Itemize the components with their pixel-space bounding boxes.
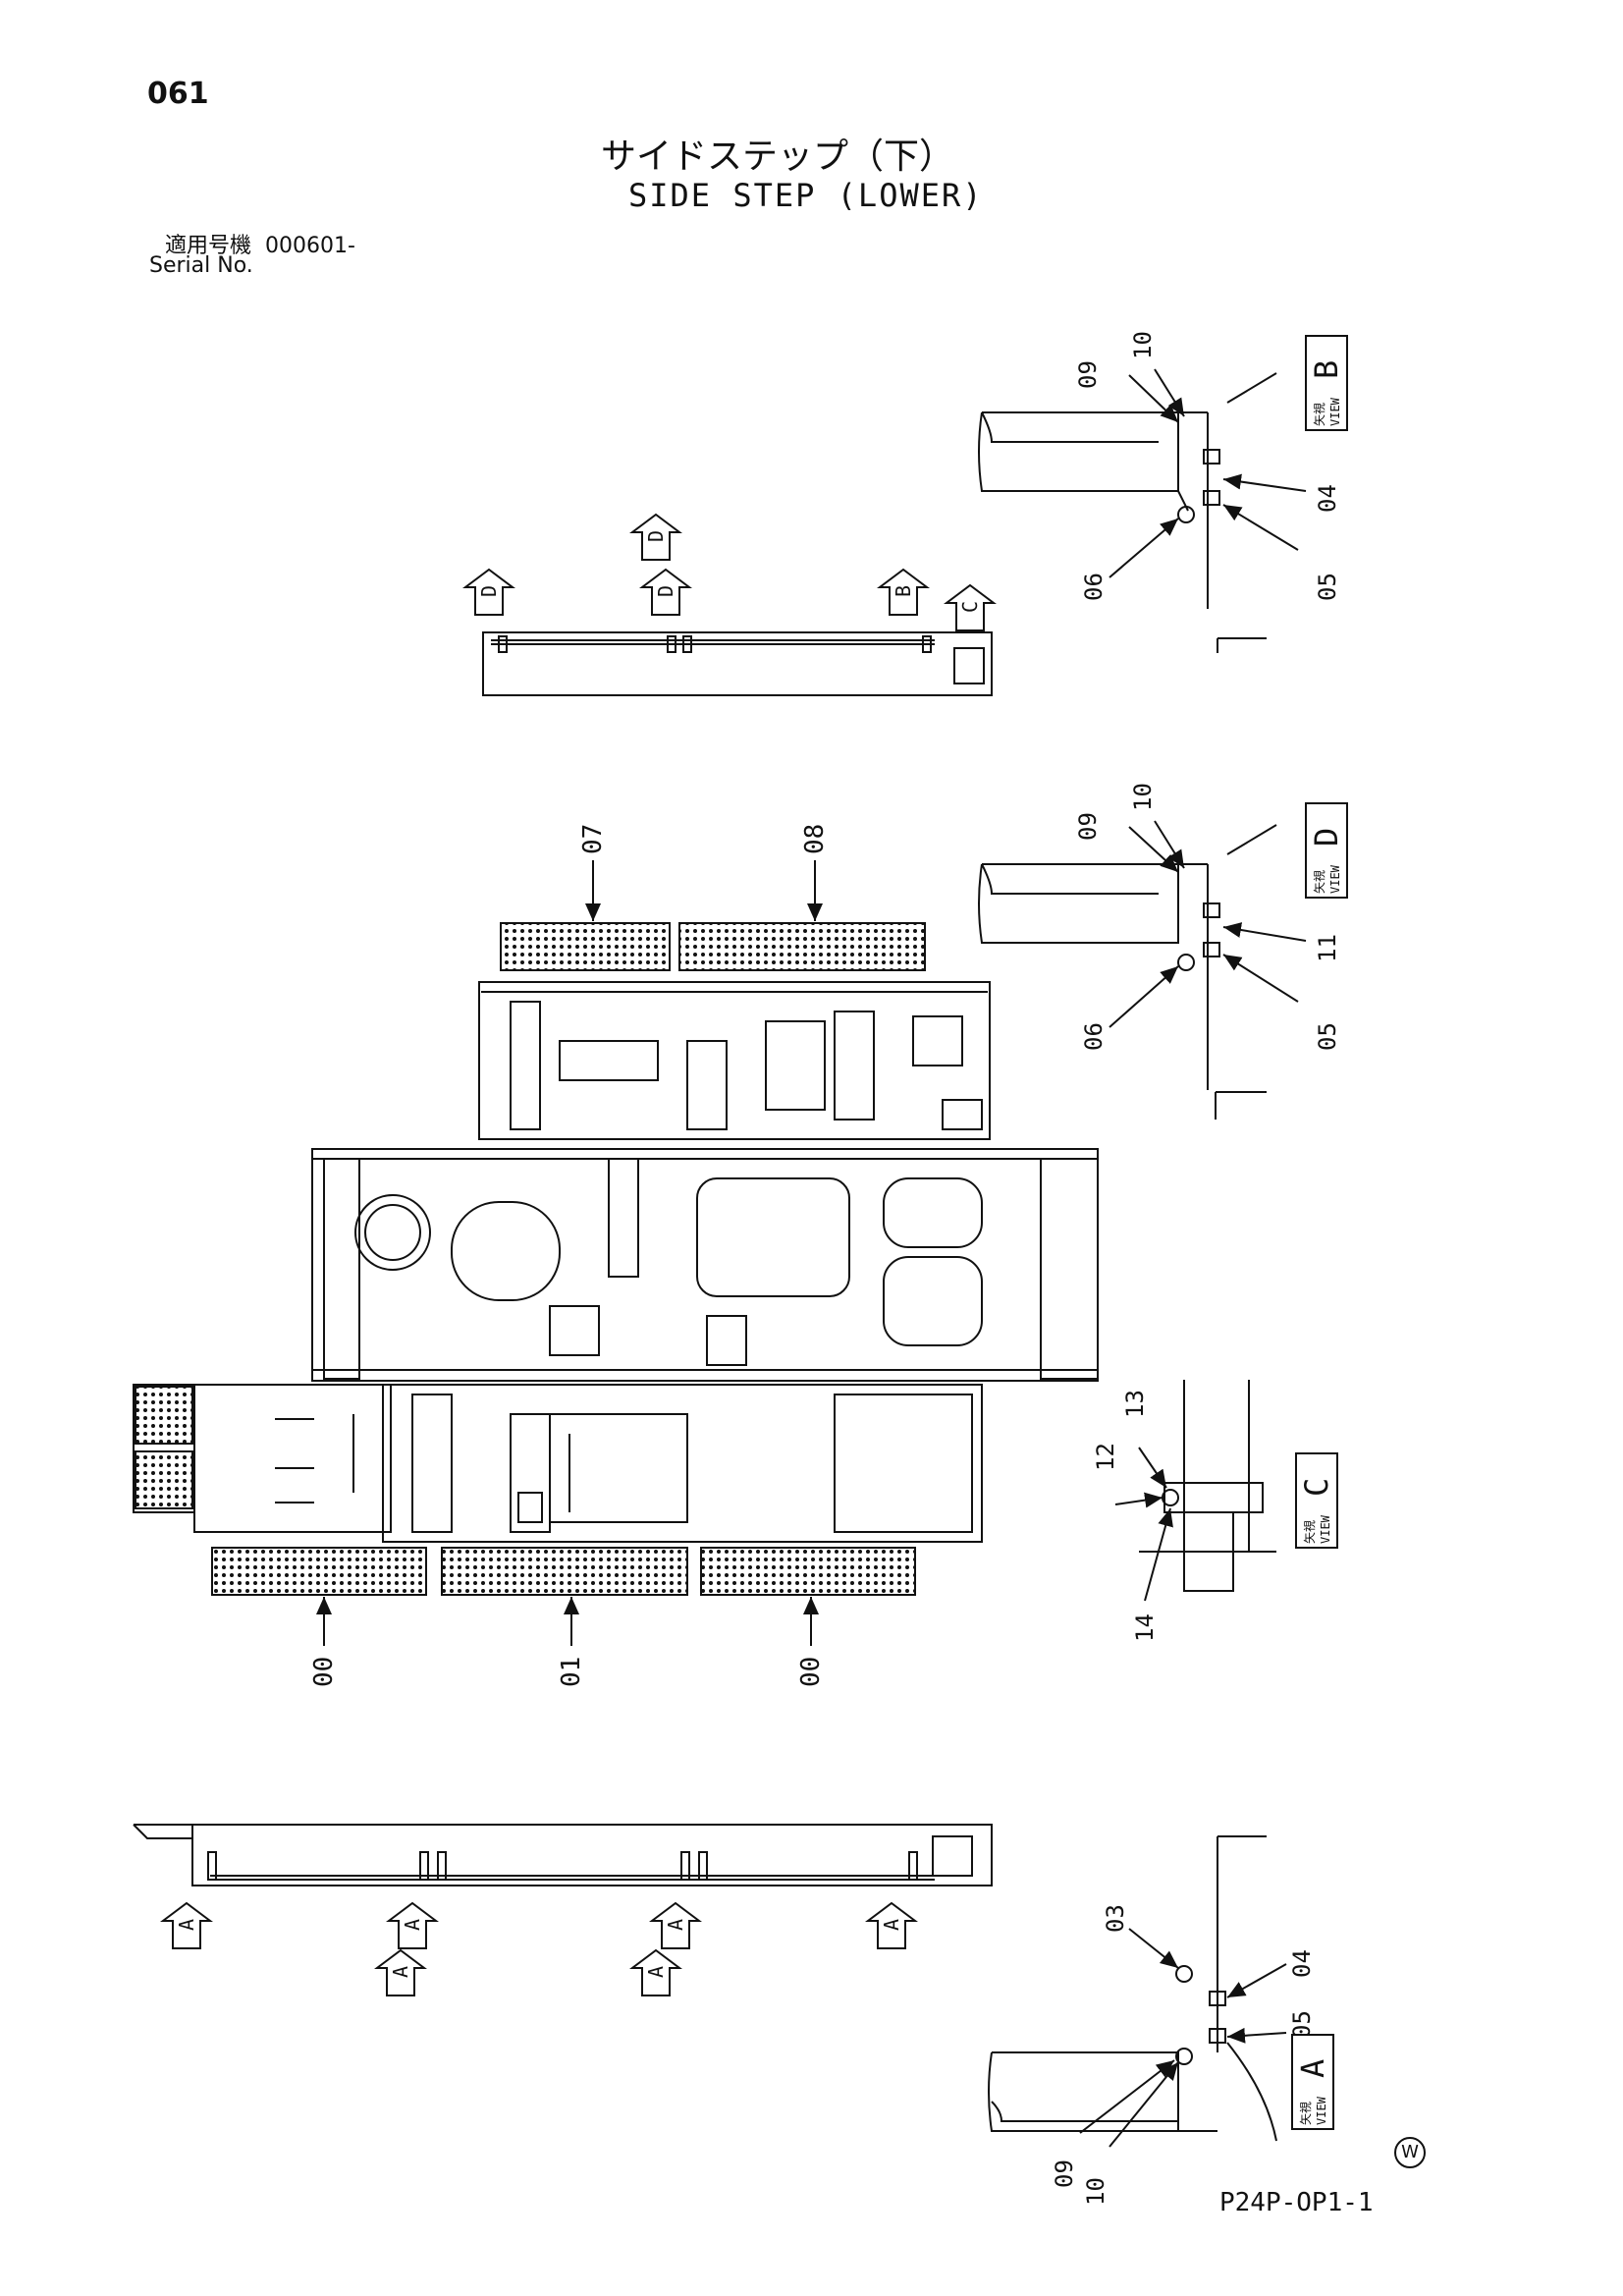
main-frame	[133, 981, 1099, 1543]
detail-view-a	[988, 1835, 1277, 2142]
view-b-part-10: 10	[1129, 331, 1157, 359]
view-d-part-10: 10	[1129, 783, 1157, 811]
title-japanese: サイドステップ（下）	[601, 137, 955, 177]
view-a-letter: A	[1294, 2059, 1331, 2078]
arrow-marker-a-2: A	[386, 1901, 439, 1949]
view-c-part-12: 12	[1092, 1443, 1119, 1471]
view-a-labels: 03 04 05 09 10 矢視 VIEW A	[1051, 1904, 1334, 2206]
arrow-marker-d-1: D	[462, 568, 515, 616]
view-d-part-05: 05	[1314, 1022, 1341, 1051]
part-label-00-left: 00	[309, 1657, 339, 1687]
view-c-kanji: 矢視	[1302, 1520, 1317, 1544]
arrow-marker-a-1-letter: A	[175, 1919, 198, 1931]
view-d-letter: D	[1308, 828, 1345, 847]
detail-view-c	[1139, 1380, 1276, 1592]
arrow-marker-a-3: A	[649, 1901, 702, 1949]
arrow-marker-d-2-letter: D	[644, 530, 668, 542]
view-d-labels: 09 10 11 06 05 矢視 VIEW D	[1074, 783, 1348, 1051]
part-label-01: 01	[557, 1657, 586, 1687]
serial-label-jp-text: 適用号機	[165, 234, 252, 258]
view-a-part-10: 10	[1082, 2177, 1109, 2206]
watermark-circle: W	[1394, 2137, 1426, 2168]
arrow-marker-b: B	[877, 568, 930, 616]
arrow-marker-d-3: D	[639, 568, 692, 616]
view-c-part-14: 14	[1131, 1613, 1159, 1642]
view-arrow-markers: D D D B C A A A	[160, 513, 997, 1996]
view-b-labels: 09 10 04 06 05 矢視 VIEW B	[1074, 331, 1348, 601]
serial-label-english: Serial No.	[149, 253, 253, 278]
part-label-08: 08	[800, 824, 830, 854]
arrow-marker-a-6-letter: A	[644, 1966, 668, 1978]
part-label-07: 07	[578, 824, 608, 854]
view-d-word: VIEW	[1328, 864, 1342, 894]
arrow-marker-d-2: D	[629, 513, 682, 561]
view-c-letter: C	[1298, 1478, 1335, 1497]
arrow-marker-a-4: A	[865, 1901, 918, 1949]
serial-value: 000601-	[265, 234, 355, 258]
view-c-labels: 13 12 14 矢視 VIEW C	[1092, 1390, 1338, 1642]
view-a-kanji: 矢視	[1298, 2102, 1313, 2125]
view-b-box: 矢視 VIEW B	[1305, 335, 1348, 431]
view-a-part-03: 03	[1102, 1904, 1129, 1933]
view-b-part-04: 04	[1314, 484, 1341, 513]
view-d-box: 矢視 VIEW D	[1305, 802, 1348, 899]
arrow-marker-a-3-letter: A	[664, 1919, 687, 1931]
arrow-marker-d-1-letter: D	[477, 585, 501, 597]
arrow-marker-a-4-letter: A	[880, 1919, 903, 1931]
document-code: P24P-OP1-1	[1219, 2188, 1374, 2217]
view-d-part-11: 11	[1314, 934, 1341, 962]
view-c-word: VIEW	[1319, 1514, 1332, 1544]
upper-rail-profile	[482, 631, 993, 696]
view-b-part-05: 05	[1314, 573, 1341, 601]
view-a-word: VIEW	[1315, 2096, 1328, 2125]
main-part-labels: 07 08 00 01 00	[309, 824, 830, 1687]
arrow-marker-a-1: A	[160, 1901, 213, 1949]
view-b-part-09: 09	[1074, 360, 1102, 389]
view-a-part-09: 09	[1051, 2159, 1078, 2188]
view-a-part-04: 04	[1288, 1949, 1316, 1978]
step-plates	[211, 922, 926, 1596]
leader-lines	[316, 368, 1307, 2148]
arrow-marker-a-6: A	[629, 1948, 682, 1996]
arrow-marker-c: C	[944, 583, 997, 631]
view-b-word: VIEW	[1328, 397, 1342, 426]
view-b-part-06: 06	[1080, 573, 1108, 601]
serial-label-japanese: 適用号機 000601-	[165, 228, 355, 259]
view-b-kanji: 矢視	[1312, 403, 1326, 426]
view-d-part-09: 09	[1074, 812, 1102, 841]
arrow-marker-a-5-letter: A	[389, 1966, 412, 1978]
arrow-marker-b-letter: B	[892, 585, 915, 597]
page-number: 061	[147, 77, 209, 111]
arrow-marker-a-2-letter: A	[401, 1919, 424, 1931]
title-english: SIDE STEP (LOWER)	[628, 177, 984, 214]
view-b-letter: B	[1308, 360, 1345, 379]
part-label-00-right: 00	[796, 1657, 826, 1687]
detail-view-b	[978, 372, 1277, 653]
view-a-box: 矢視 VIEW A	[1291, 2034, 1334, 2130]
detail-view-d	[978, 824, 1277, 1120]
view-c-box: 矢視 VIEW C	[1295, 1452, 1338, 1549]
view-d-part-06: 06	[1080, 1022, 1108, 1051]
arrow-marker-d-3-letter: D	[654, 585, 677, 597]
view-d-kanji: 矢視	[1312, 870, 1326, 894]
arrow-marker-c-letter: C	[958, 601, 982, 613]
view-c-part-13: 13	[1121, 1390, 1149, 1418]
arrow-marker-a-5: A	[374, 1948, 427, 1996]
lower-rail-profile	[133, 1824, 993, 1886]
